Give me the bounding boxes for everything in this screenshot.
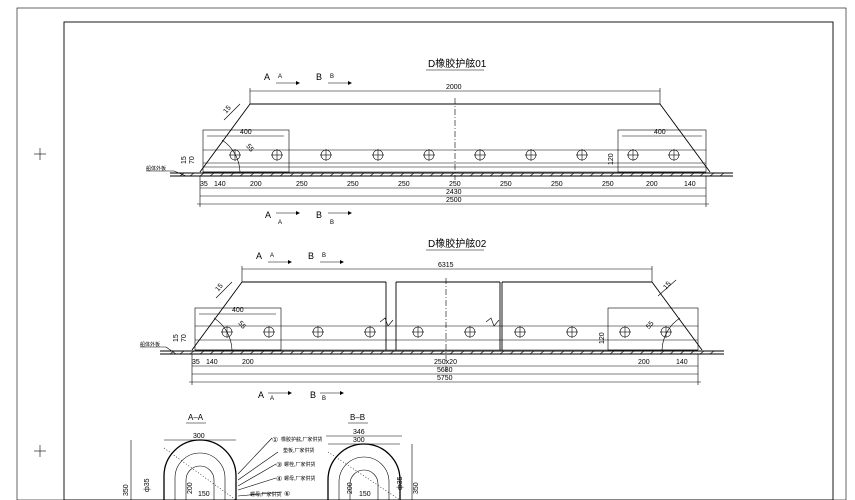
dim-s-10: 200	[646, 181, 658, 188]
dim-hole-height-02: 120	[599, 332, 606, 344]
dim-250x20: 250x20	[434, 359, 457, 366]
callout-2-text: 垫板,厂家供货	[283, 447, 314, 454]
dim-hole-height-01: 120	[608, 153, 615, 165]
section-b2-marker-bottom: B	[310, 390, 316, 400]
section-a2-sub-bottom: A	[270, 396, 274, 402]
dim-15-chamfer: 15	[222, 104, 232, 115]
dim-2500: 2500	[446, 197, 462, 204]
dim2-s-2: 200	[242, 359, 254, 366]
section-aa-inner-w: 150	[198, 491, 210, 498]
section-aa-inner-h: 200	[187, 482, 194, 494]
section-bb-width: 300	[353, 437, 365, 444]
section-a-sub-top: A	[278, 74, 282, 80]
part-callouts: ① 橡胶护舷,厂家供货 垫板,厂家供货 ③ 螺栓,厂家供货 ④ 螺母,厂家供货 …	[237, 436, 322, 498]
callout-5-num: ⑥	[284, 490, 290, 498]
callout-5-text: 螺母,厂家供货	[250, 491, 281, 498]
inner-frame	[63, 21, 834, 500]
section-bb: B–B 346 300 200 150 ф35 350	[326, 413, 420, 500]
dim-angle-55-02: 55	[236, 320, 246, 331]
callout-3-text: 螺栓,厂家供货	[284, 461, 315, 468]
dim-angle-55-02r: 55	[645, 320, 655, 331]
dim-s-5: 250	[398, 181, 410, 188]
section-aa-width: 300	[193, 433, 205, 440]
dim-s-1: 140	[214, 181, 226, 188]
dim-height-70-01: 70	[189, 156, 196, 164]
bolt-holes-02	[221, 326, 672, 338]
dim-s-11: 140	[684, 181, 696, 188]
callout-1-text: 橡胶护舷,厂家供货	[281, 436, 322, 443]
registration-mark-bottom	[34, 445, 46, 457]
dim-s-9: 250	[602, 181, 614, 188]
dim-400-left: 400	[240, 129, 252, 136]
dim-2000: 2000	[446, 84, 462, 91]
dim-height-15-01: 15	[181, 156, 188, 164]
callout-3-num: ③	[276, 461, 282, 469]
section-a2-sub-top: A	[270, 253, 274, 259]
section-aa: A–A 300 350 ф35 200 150	[123, 413, 237, 500]
drawing-01: D橡胶护舷01 A A B B 2000 400 400 15 55	[146, 57, 733, 226]
hull-plate-label-02: 船体外板	[140, 341, 160, 348]
dim-400-right: 400	[654, 129, 666, 136]
section-bb-dia: ф35	[397, 476, 404, 490]
section-b2-sub-bottom: B	[322, 396, 326, 402]
dim-15-chamfer-02r: 15	[662, 280, 672, 291]
section-a-marker-top: A	[264, 72, 270, 82]
dim-s-3: 250	[296, 181, 308, 188]
registration-mark-top	[34, 148, 46, 160]
dim-s-4: 250	[347, 181, 359, 188]
bolt-holes-01	[229, 149, 680, 161]
section-a2-marker-bottom: A	[258, 390, 264, 400]
dim-400-02: 400	[232, 307, 244, 314]
section-b-marker-top: B	[316, 72, 322, 82]
dim2-s-4: 140	[676, 359, 688, 366]
section-bb-inner-w: 150	[359, 491, 371, 498]
drawing-02-title: D橡胶护舷02	[428, 237, 487, 250]
dim2-s-3: 200	[638, 359, 650, 366]
dim-s-8: 250	[551, 181, 563, 188]
section-a-sub-bottom: A	[278, 220, 282, 226]
hull-plate-label-01: 船体外板	[146, 165, 166, 172]
section-b-sub-top: B	[330, 74, 334, 80]
dim-angle-55: 55	[244, 143, 254, 154]
dim-s-7: 250	[500, 181, 512, 188]
section-bb-width-outer: 346	[353, 429, 365, 436]
section-a-marker-bottom: A	[265, 210, 271, 220]
section-b-sub-bottom: B	[330, 220, 334, 226]
dim-height-15-02: 15	[173, 334, 180, 342]
dim-s-2: 200	[250, 181, 262, 188]
dim-s-0: 35	[200, 181, 208, 188]
drawing-01-title: D橡胶护舷01	[428, 57, 487, 70]
section-b2-marker-top: B	[308, 251, 314, 261]
dim-s-6: 250	[449, 181, 461, 188]
section-b-marker-bottom: B	[316, 210, 322, 220]
dim-2430: 2430	[446, 189, 462, 196]
drawing-02: D橡胶护舷02 A A B B 6315 400 15 15	[140, 237, 724, 402]
callout-4-text: 螺母,厂家供货	[284, 475, 315, 482]
section-bb-height: 350	[413, 482, 420, 494]
dim2-s-0: 35	[192, 359, 200, 366]
dim-6315: 6315	[438, 262, 454, 269]
section-bb-title: B–B	[350, 413, 365, 422]
section-a2-marker-top: A	[256, 251, 262, 261]
callout-1-num: ①	[272, 436, 278, 444]
section-aa-dia: ф35	[144, 478, 151, 492]
dim2-s-1: 140	[206, 359, 218, 366]
dim-5680: 5680	[437, 367, 453, 374]
section-aa-title: A–A	[188, 413, 204, 422]
section-bb-inner-h: 200	[347, 482, 354, 494]
section-b2-sub-top: B	[322, 253, 326, 259]
section-aa-height: 350	[123, 484, 130, 496]
dim-5750: 5750	[437, 375, 453, 382]
callout-4-num: ④	[276, 475, 282, 483]
outer-frame	[16, 7, 847, 500]
dim-height-70-02: 70	[181, 334, 188, 342]
dim-15-chamfer-02: 15	[214, 282, 224, 293]
